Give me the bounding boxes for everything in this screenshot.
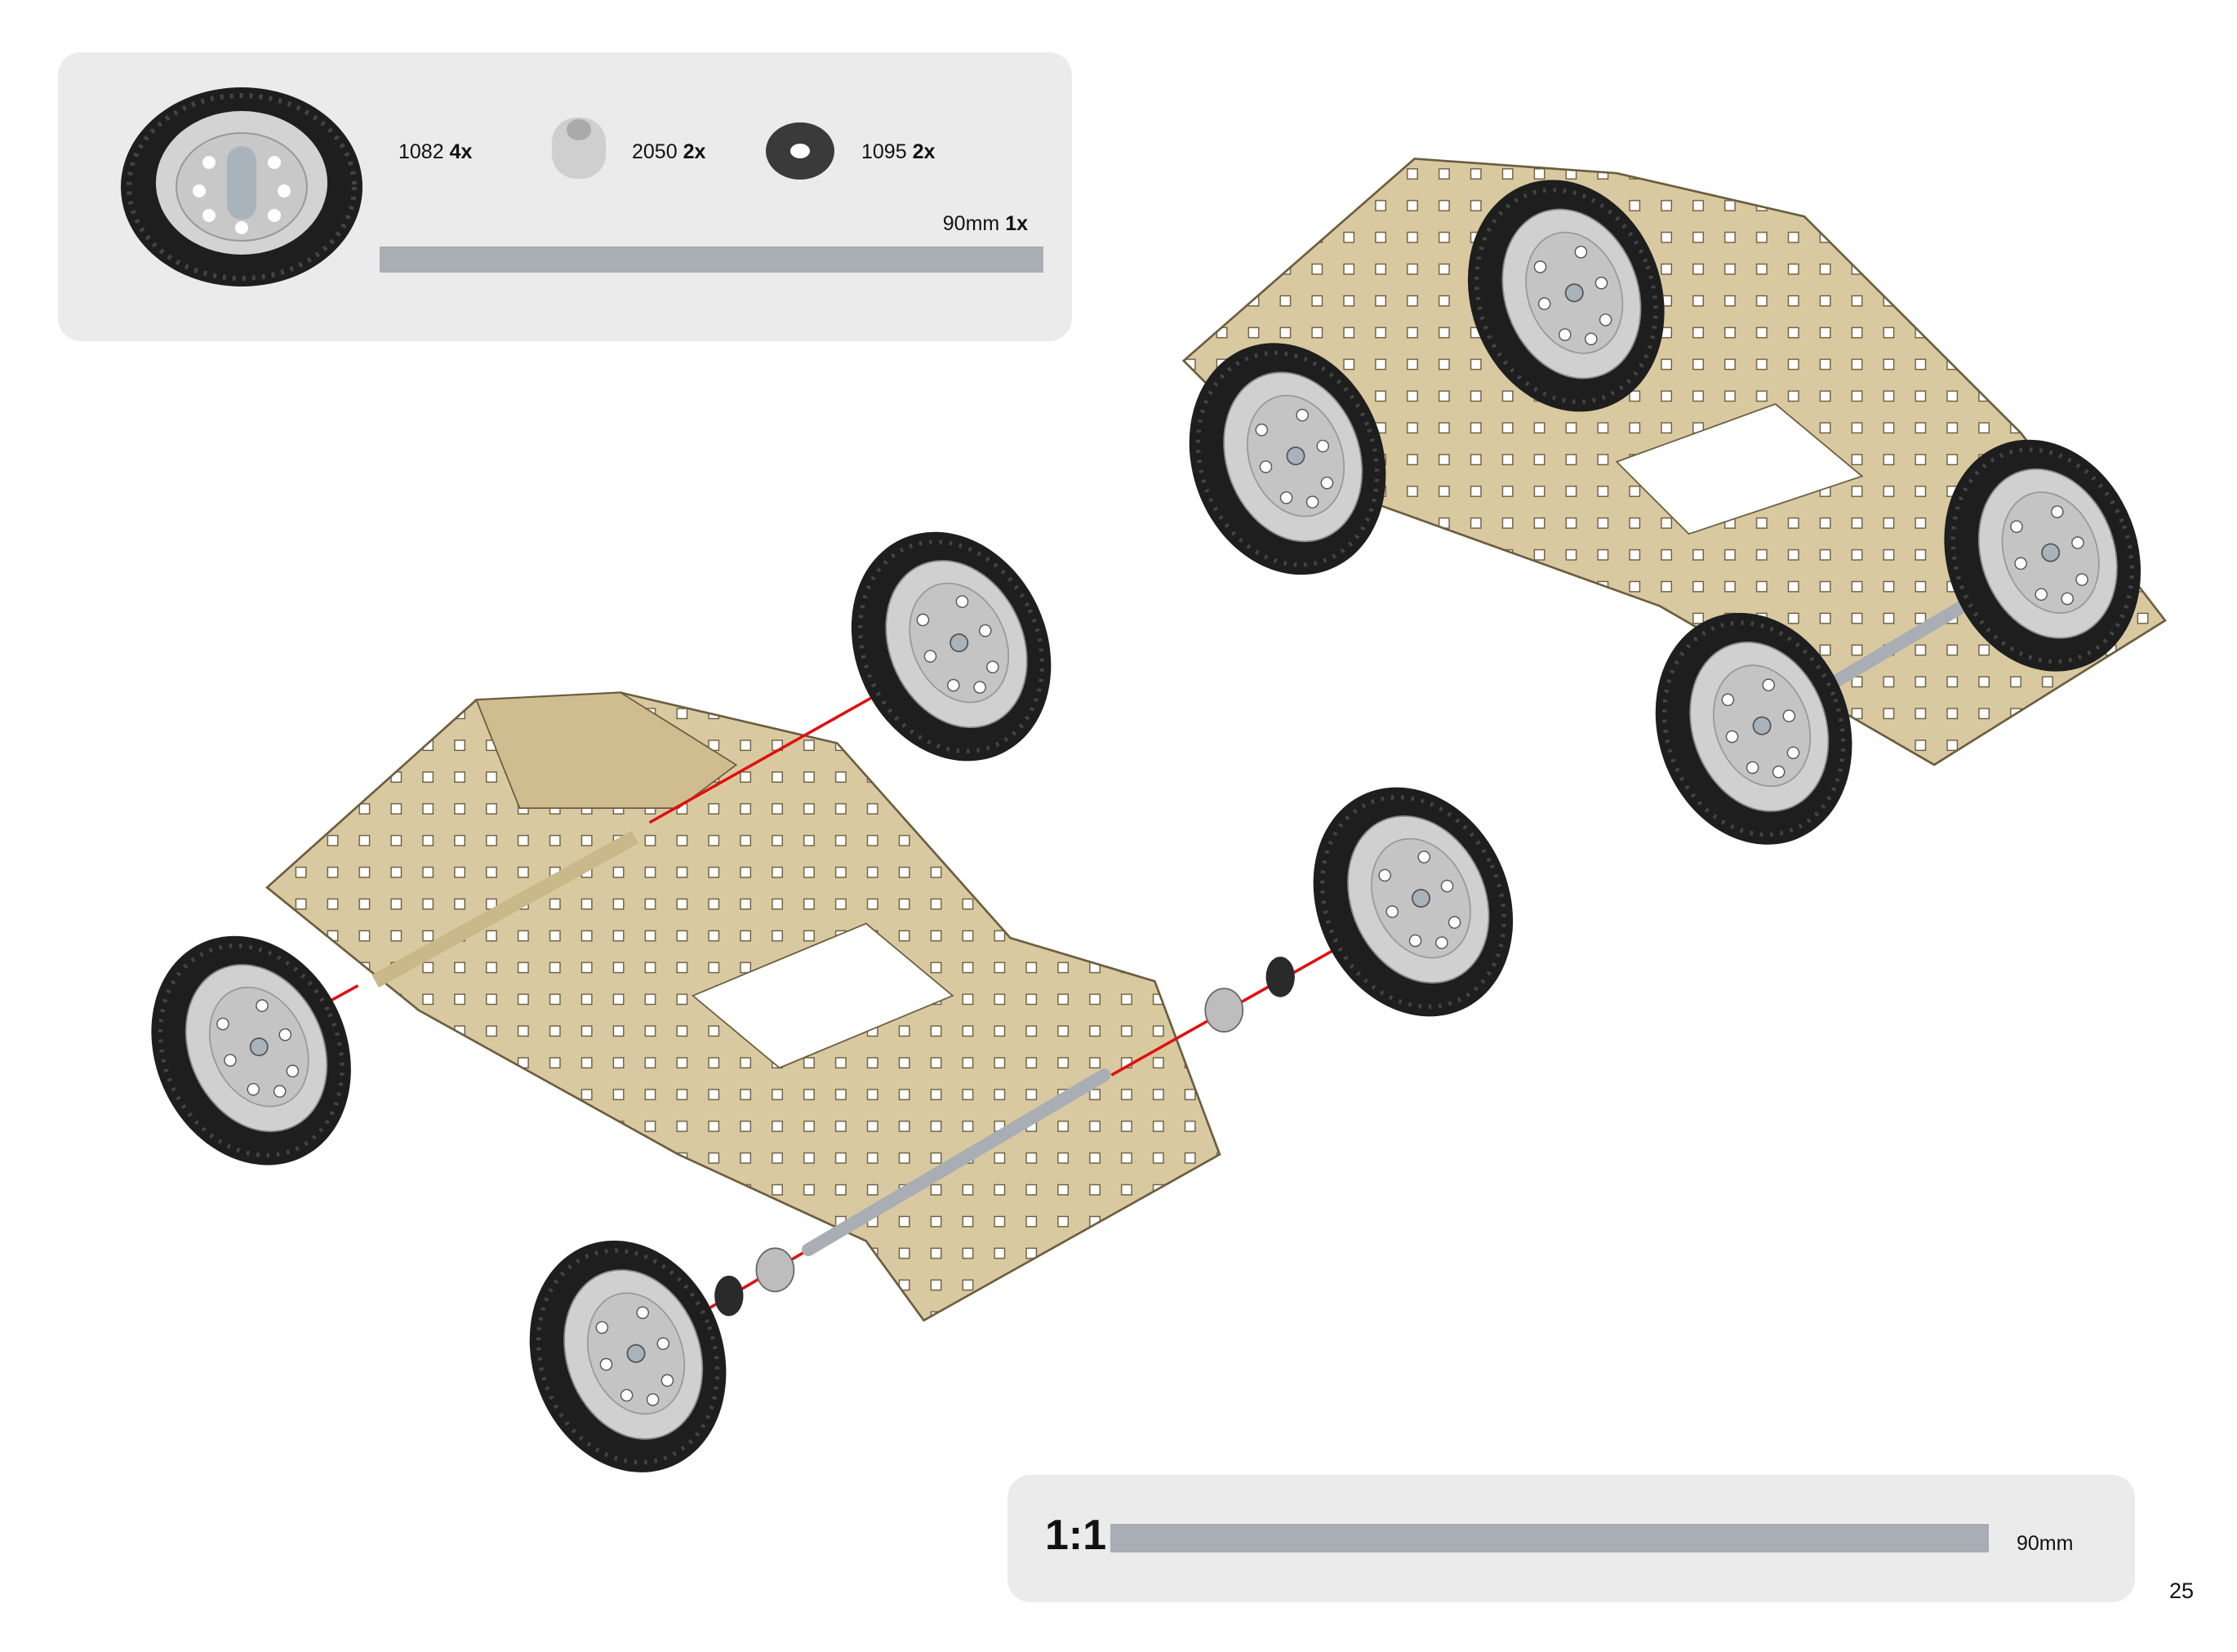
part-label-2050: 2050 2x <box>632 140 705 164</box>
part-quantity: 4x <box>449 140 473 163</box>
parts-list-panel: 1082 4x 2050 2x 1095 2x 90mm 1x <box>58 52 1072 341</box>
page-number: 25 <box>2169 1579 2195 1603</box>
washer-icon <box>766 122 834 180</box>
scale-length: 90mm <box>2017 1532 2074 1555</box>
part-quantity: 2x <box>912 140 936 163</box>
scale-ratio: 1:1 <box>1045 1512 1107 1559</box>
part-quantity: 2x <box>683 140 706 163</box>
axle-rod-icon <box>380 246 1043 273</box>
exploded-chassis <box>265 691 1221 1322</box>
part-label-1082: 1082 4x <box>398 140 472 164</box>
wheel <box>498 1213 758 1500</box>
washer <box>714 957 1295 1317</box>
wheel <box>815 499 1087 793</box>
spacer <box>755 988 1244 1293</box>
rod-length: 90mm <box>942 212 1000 235</box>
part-number: 2050 <box>632 140 678 163</box>
guide-line <box>648 691 882 824</box>
wheel-icon <box>121 87 362 286</box>
wheel <box>1277 754 1550 1049</box>
rod-quantity: 1x <box>1005 212 1028 235</box>
part-number: 1095 <box>861 140 907 163</box>
spacer-icon <box>552 118 606 179</box>
scale-bar <box>1110 1524 1989 1552</box>
part-number: 1082 <box>398 140 444 163</box>
scale-reference-panel: 1:1 90mm <box>1007 1475 2135 1602</box>
axle-rod <box>802 1068 1111 1257</box>
part-label-1095: 1095 2x <box>861 140 935 164</box>
rod-label: 90mm 1x <box>943 212 1028 236</box>
